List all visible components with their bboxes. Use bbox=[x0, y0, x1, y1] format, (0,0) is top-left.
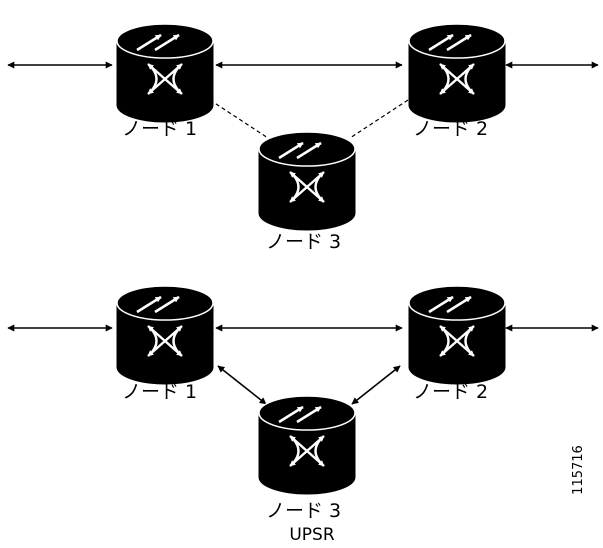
bottom-node-3-icon bbox=[258, 395, 356, 495]
top-node-2-label: ノード 2 bbox=[413, 118, 488, 140]
top-node-3-label: ノード 3 bbox=[266, 231, 341, 253]
figure-number: 115716 bbox=[571, 445, 586, 495]
bottom-link-n1-n3 bbox=[217, 365, 267, 405]
top-diagram: ノード 1 ノード 2 ノード 3 bbox=[7, 23, 599, 253]
bottom-node-1-label: ノード 1 bbox=[122, 381, 197, 403]
top-node-3-icon bbox=[258, 131, 356, 231]
bottom-node-1-icon bbox=[116, 285, 214, 385]
top-link-n2-n3-dashed bbox=[349, 99, 409, 139]
top-node-1-label: ノード 1 bbox=[122, 118, 197, 140]
bottom-link-n2-n3 bbox=[351, 365, 401, 405]
bottom-node-3-label: ノード 3 bbox=[266, 500, 341, 522]
diagram-caption: UPSR bbox=[289, 525, 334, 545]
bottom-node-2-icon bbox=[408, 285, 506, 385]
top-node-2-icon bbox=[408, 23, 506, 123]
top-node-1-icon bbox=[116, 23, 214, 123]
bottom-node-2-label: ノード 2 bbox=[413, 381, 488, 403]
bottom-diagram: ノード 1 ノード 2 ノード 3 UPSR bbox=[7, 285, 599, 545]
top-link-n1-n3-dashed bbox=[209, 99, 269, 139]
